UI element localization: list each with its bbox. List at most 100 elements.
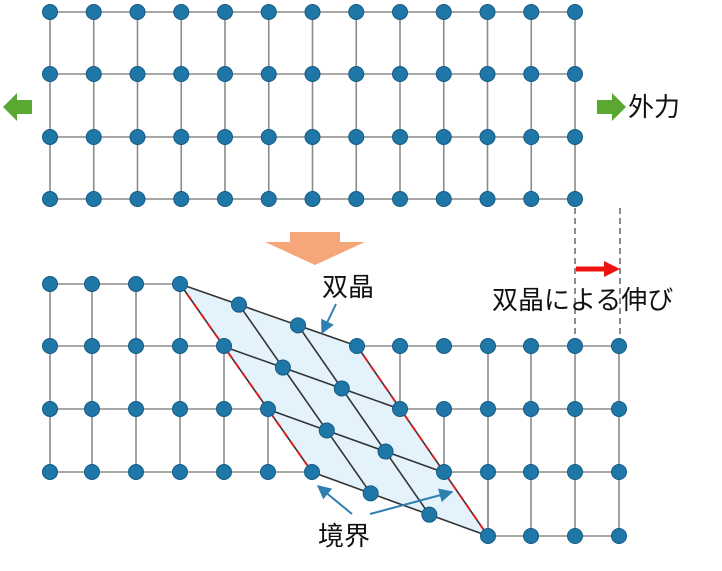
atom <box>523 66 540 82</box>
atom <box>392 129 408 145</box>
external-force-label: 外力 <box>628 93 680 123</box>
twin-bond <box>341 387 401 411</box>
twin-bond <box>384 451 430 516</box>
atom <box>85 129 102 145</box>
atom <box>480 464 496 480</box>
atom <box>42 338 58 354</box>
atom <box>217 129 233 145</box>
atom <box>523 129 540 145</box>
atom <box>173 4 190 20</box>
atom <box>611 338 627 354</box>
atom <box>216 464 232 480</box>
atom <box>611 528 627 544</box>
atom <box>304 129 321 145</box>
atom <box>523 4 540 20</box>
atom <box>85 4 102 20</box>
atom <box>84 464 100 480</box>
atom <box>436 401 452 417</box>
twin-bond <box>223 345 284 369</box>
atom <box>348 191 365 207</box>
atom <box>304 464 320 480</box>
atom <box>42 464 58 480</box>
right-arrow-icon <box>597 93 626 121</box>
twin-bond <box>311 471 371 495</box>
atom <box>42 129 58 145</box>
atom <box>392 338 408 354</box>
atom <box>290 317 306 334</box>
twin-bond <box>267 408 328 432</box>
atom <box>172 401 188 417</box>
atom <box>479 66 496 82</box>
atom <box>42 276 58 292</box>
atom <box>436 338 452 354</box>
atom <box>260 4 277 20</box>
atom <box>173 191 190 207</box>
twin-bond <box>370 492 430 516</box>
atom <box>348 4 365 20</box>
twin-boundary-line-right <box>356 345 489 537</box>
twinned-lattice <box>42 276 627 544</box>
atom <box>435 191 452 207</box>
atom <box>567 338 583 354</box>
atom <box>523 528 539 544</box>
atom <box>392 191 408 207</box>
atom <box>128 338 144 354</box>
atom <box>567 401 583 417</box>
atom <box>479 191 496 207</box>
atom <box>173 129 190 145</box>
atom <box>129 129 146 145</box>
twin-region <box>180 284 488 536</box>
down-arrow-icon <box>265 232 365 265</box>
atom <box>348 129 365 145</box>
twin-label: 双晶 <box>322 273 374 303</box>
atom <box>128 401 144 417</box>
atom <box>260 191 277 207</box>
atom <box>216 401 232 417</box>
atom <box>611 464 627 480</box>
atom <box>318 422 335 439</box>
atom <box>217 191 233 207</box>
atom <box>42 66 58 82</box>
atom <box>362 485 379 502</box>
boundary-pointer-left <box>316 485 353 515</box>
atom <box>523 191 540 207</box>
atom <box>129 66 146 82</box>
atom <box>304 191 321 207</box>
boundary-pointer-right <box>369 488 454 515</box>
twin-bond <box>297 324 343 389</box>
atom <box>435 66 452 82</box>
twin-bond <box>341 387 387 453</box>
atom <box>480 528 496 544</box>
twin-bond <box>282 367 328 431</box>
atom <box>128 276 144 292</box>
atom <box>479 129 496 145</box>
atom <box>129 191 146 207</box>
atom <box>435 129 452 145</box>
twin-boundary-line-left <box>179 283 313 473</box>
atom <box>479 4 496 20</box>
twin-bond <box>429 513 489 537</box>
atom <box>217 4 233 20</box>
atom <box>304 4 321 20</box>
atom <box>172 276 188 292</box>
atom <box>523 401 539 417</box>
original-lattice <box>42 4 583 207</box>
atom <box>567 4 583 20</box>
atom <box>274 359 291 376</box>
twin-bond <box>238 304 284 369</box>
atom <box>304 66 321 82</box>
atom <box>42 401 58 417</box>
atom <box>42 4 58 20</box>
twin-bond <box>326 429 372 494</box>
twin-bond <box>238 303 299 327</box>
atom <box>260 401 276 417</box>
atom <box>349 338 365 354</box>
atom <box>392 401 408 417</box>
atom <box>523 464 539 480</box>
atom <box>260 464 276 480</box>
atom <box>172 338 188 354</box>
atom <box>85 66 102 82</box>
atom <box>216 338 232 354</box>
atom <box>348 66 365 82</box>
atom <box>84 338 100 354</box>
